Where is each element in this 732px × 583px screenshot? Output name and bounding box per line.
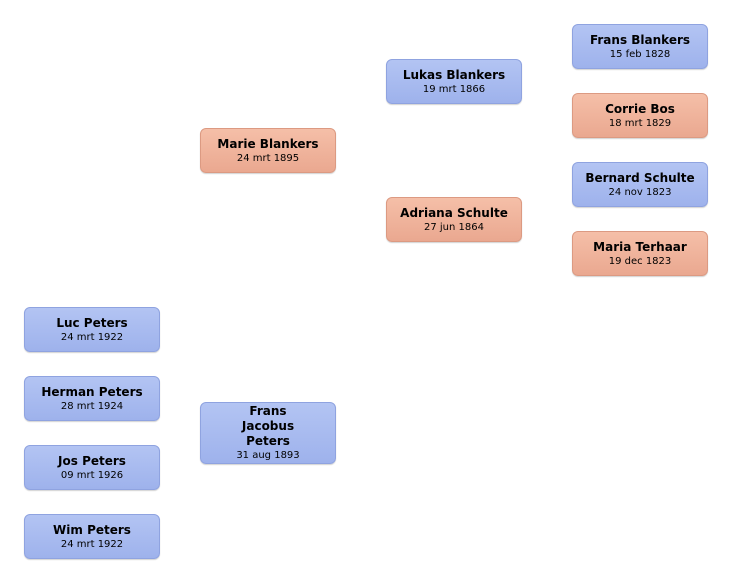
person-name: Wim Peters [53,522,131,537]
person-birth-date: 19 dec 1823 [608,255,672,267]
person-name: Bernard Schulte [585,170,695,185]
person-name: Corrie Bos [605,101,675,116]
person-name: Lukas Blankers [402,67,506,82]
person-name: Jos Peters [58,453,126,468]
person-card-parent[interactable]: Frans Jacobus Peters 31 aug 1893 [200,402,336,464]
person-name: Marie Blankers [217,136,319,151]
person-birth-date: 24 mrt 1922 [60,538,124,550]
person-card-great-grandparent[interactable]: Maria Terhaar 19 dec 1823 [572,231,708,276]
person-card-grandparent[interactable]: Adriana Schulte 27 jun 1864 [386,197,522,242]
person-card-child[interactable]: Jos Peters 09 mrt 1926 [24,445,160,490]
person-birth-date: 24 nov 1823 [608,186,672,198]
person-birth-date: 15 feb 1828 [609,48,671,60]
person-name: Frans Jacobus Peters [241,404,295,448]
person-card-child[interactable]: Wim Peters 24 mrt 1922 [24,514,160,559]
person-birth-date: 27 jun 1864 [424,221,484,233]
person-card-grandparent[interactable]: Lukas Blankers 19 mrt 1866 [386,59,522,104]
person-card-child[interactable]: Herman Peters 28 mrt 1924 [24,376,160,421]
person-name: Luc Peters [56,315,128,330]
person-birth-date: 18 mrt 1829 [608,117,672,129]
person-name: Frans Blankers [589,32,691,47]
person-card-great-grandparent[interactable]: Bernard Schulte 24 nov 1823 [572,162,708,207]
person-birth-date: 24 mrt 1895 [236,152,300,164]
person-card-parent[interactable]: Marie Blankers 24 mrt 1895 [200,128,336,173]
person-card-great-grandparent[interactable]: Frans Blankers 15 feb 1828 [572,24,708,69]
person-card-child[interactable]: Luc Peters 24 mrt 1922 [24,307,160,352]
person-name: Herman Peters [41,384,143,399]
person-birth-date: 24 mrt 1922 [60,331,124,343]
person-birth-date: 31 aug 1893 [236,450,300,461]
person-card-great-grandparent[interactable]: Corrie Bos 18 mrt 1829 [572,93,708,138]
person-name: Maria Terhaar [593,239,687,254]
person-name: Adriana Schulte [400,205,508,220]
person-birth-date: 19 mrt 1866 [422,83,486,95]
person-birth-date: 09 mrt 1926 [60,469,124,481]
person-birth-date: 28 mrt 1924 [60,400,124,412]
